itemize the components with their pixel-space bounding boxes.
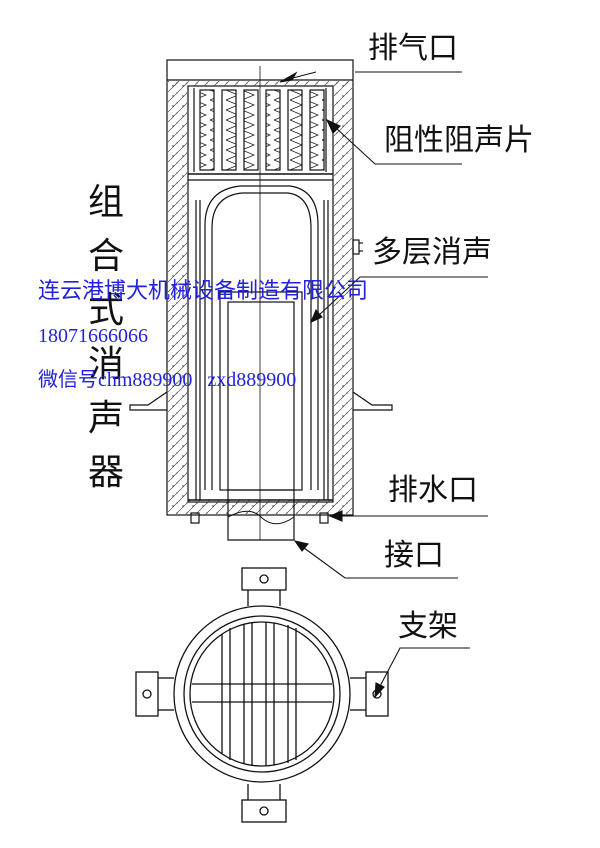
dome-chamber xyxy=(204,185,319,490)
label-bracket: 支架 xyxy=(398,609,458,644)
title-char: 组 xyxy=(88,182,124,223)
label-drain-port: 排水口 xyxy=(388,473,478,508)
muffler-body xyxy=(129,59,393,541)
title-char: 器 xyxy=(88,452,124,493)
support-left xyxy=(129,391,168,411)
support-right xyxy=(352,391,393,411)
watermark: 连云港博大机械设备制造有限公司 18071666066 微信号chm889900… xyxy=(38,278,368,391)
title-char: 声 xyxy=(88,398,124,439)
resistive-baffles xyxy=(193,88,327,172)
label-multilayer-muffler: 多层消声 xyxy=(372,235,492,270)
label-connector: 接口 xyxy=(384,538,444,573)
insulation-left xyxy=(168,81,187,501)
lug-left xyxy=(135,671,159,717)
lug-bottom xyxy=(241,799,287,823)
labels: 排气口 阻性阻声片 多层消声 排水口 接口 支架 xyxy=(368,31,534,644)
insulation-right xyxy=(334,81,352,501)
lug-right xyxy=(365,671,389,717)
watermark-company: 连云港博大机械设备制造有限公司 xyxy=(38,278,368,303)
vertical-title: 组 合 式 消 声 器 xyxy=(88,182,124,493)
watermark-phone: 18071666066 xyxy=(38,325,148,347)
multilayer-tube xyxy=(219,291,303,491)
bracket-top-view xyxy=(135,567,389,823)
leader-lines xyxy=(279,71,488,699)
label-resistive-baffle: 阻性阻声片 xyxy=(384,123,534,158)
label-exhaust-port: 排气口 xyxy=(368,31,458,66)
title-char: 合 xyxy=(88,236,124,277)
title-char: 消 xyxy=(88,344,124,385)
watermark-wechat: 微信号chm889900 zxd889900 xyxy=(38,368,296,391)
title-char: 式 xyxy=(88,290,124,331)
lug-top xyxy=(241,567,287,591)
